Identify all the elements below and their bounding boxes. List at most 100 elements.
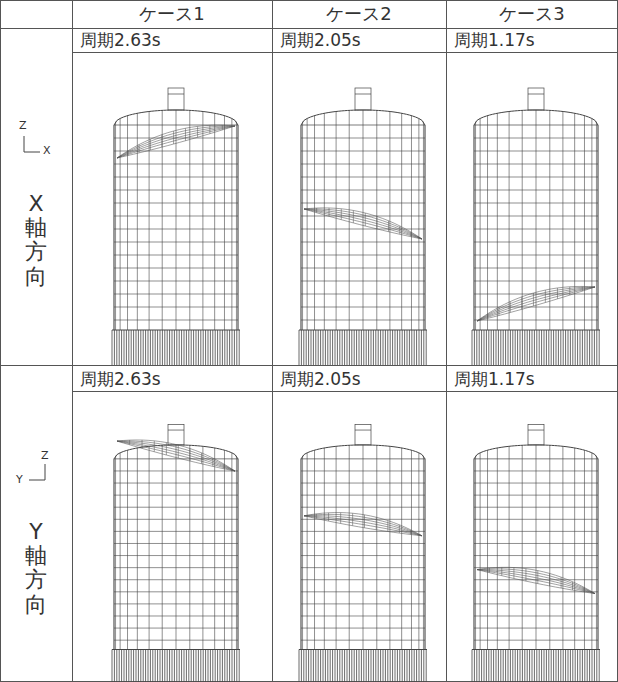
period-label: 周期2.63s — [80, 30, 161, 50]
skirt — [563, 649, 564, 682]
shell-ring — [301, 281, 425, 282]
shell-line — [149, 446, 150, 649]
free-surface — [487, 314, 488, 319]
skirt — [508, 649, 509, 682]
skirt — [152, 330, 153, 365]
skirt — [500, 330, 501, 365]
free-surface — [117, 126, 235, 158]
skirt — [232, 649, 233, 682]
skirt — [584, 649, 585, 682]
nozzle — [168, 424, 184, 444]
skirt — [508, 330, 509, 365]
column-header: ケース3 — [446, 3, 618, 25]
free-surface — [399, 226, 400, 234]
skirt — [112, 649, 113, 682]
skirt — [306, 649, 307, 682]
skirt — [491, 330, 492, 365]
shell-line — [596, 456, 597, 650]
shell-ring — [474, 190, 598, 191]
free-surface — [117, 441, 235, 471]
free-surface — [399, 525, 400, 533]
shell-ring — [114, 203, 238, 204]
free-surface — [316, 208, 317, 213]
free-surface — [222, 125, 223, 130]
skirt — [303, 649, 304, 682]
skirt — [505, 649, 506, 682]
skirt — [411, 330, 412, 365]
skirt — [402, 330, 403, 365]
skirt — [596, 649, 597, 682]
shell-line — [522, 110, 523, 330]
free-surface — [477, 286, 595, 321]
skirt — [496, 330, 497, 365]
skirt — [532, 649, 533, 682]
row-header: Y軸方向 — [25, 520, 47, 617]
period-label: 周期2.05s — [280, 369, 361, 389]
free-surface — [477, 287, 595, 321]
skirt — [311, 649, 312, 682]
shell-ring — [474, 164, 598, 165]
free-surface — [127, 151, 128, 156]
skirt — [140, 649, 141, 682]
skirt — [541, 330, 542, 365]
skirt — [426, 649, 427, 682]
free-surface — [139, 145, 140, 153]
skirt — [500, 649, 501, 682]
free-surface — [477, 567, 595, 593]
skirt — [217, 330, 218, 365]
free-surface — [477, 570, 595, 594]
skirt — [220, 649, 221, 682]
shell-line — [302, 456, 303, 650]
skirt — [493, 649, 494, 682]
skirt — [383, 330, 384, 365]
nozzle — [528, 94, 544, 95]
free-surface — [353, 210, 354, 222]
skirt — [373, 330, 374, 365]
shell-ring — [114, 615, 238, 616]
shell-line — [411, 450, 412, 649]
shell-ring — [301, 615, 425, 616]
skirt — [229, 649, 230, 682]
shell-ring — [474, 229, 598, 230]
free-surface — [189, 449, 190, 461]
skirt — [565, 330, 566, 365]
shell-line — [480, 118, 481, 330]
skirt — [361, 330, 362, 365]
skirt — [479, 649, 480, 682]
free-surface — [117, 441, 235, 471]
shell-ring — [114, 255, 238, 256]
free-surface — [477, 286, 595, 321]
free-surface — [549, 573, 550, 585]
skirt — [133, 330, 134, 365]
skirt — [164, 330, 165, 365]
free-surface — [340, 513, 341, 524]
skirt — [375, 330, 376, 365]
free-surface — [173, 131, 174, 144]
skirt — [131, 649, 132, 682]
skirt — [116, 649, 117, 682]
skirt — [114, 330, 115, 365]
skirt — [395, 330, 396, 365]
free-surface — [411, 232, 412, 237]
skirt — [143, 330, 144, 365]
skirt — [323, 649, 324, 682]
skirt — [414, 330, 415, 365]
skirt — [488, 330, 489, 365]
free-surface — [477, 570, 595, 594]
skirt — [198, 330, 199, 365]
skirt — [320, 649, 321, 682]
skirt — [325, 649, 326, 682]
free-surface — [304, 516, 422, 536]
shell-line — [314, 450, 315, 649]
shell-ring — [474, 628, 598, 629]
skirt — [402, 649, 403, 682]
skirt — [121, 649, 122, 682]
skirt — [426, 330, 427, 365]
free-surface — [557, 288, 558, 299]
skirt — [320, 330, 321, 365]
skirt — [587, 330, 588, 365]
nozzle — [168, 88, 184, 110]
shell-ring — [301, 591, 425, 592]
skirt — [344, 649, 345, 682]
skirt — [582, 330, 583, 365]
